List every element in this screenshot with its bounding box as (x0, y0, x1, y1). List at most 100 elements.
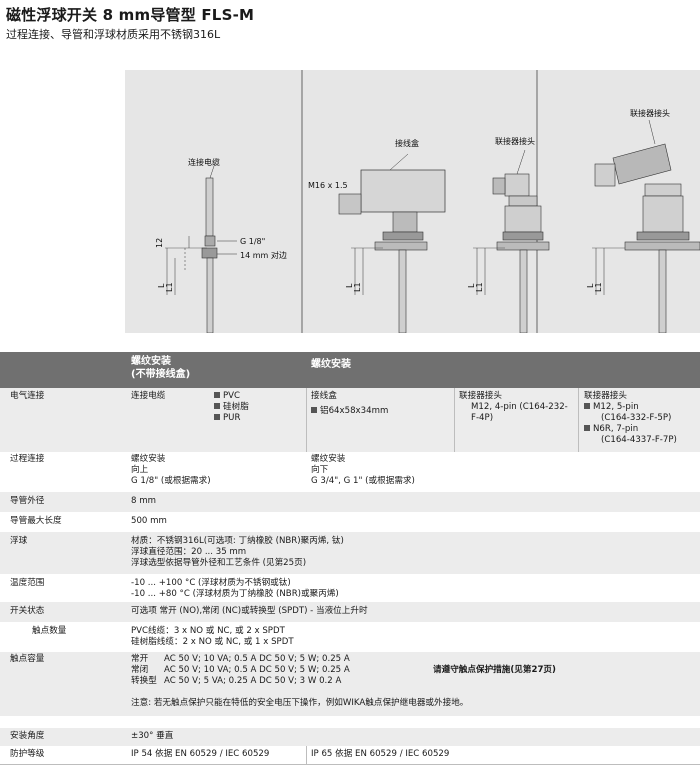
page-subtitle: 过程连接、导管和浮球材质采用不锈钢316L (6, 28, 221, 41)
box-value: 铝64x58x34mm (320, 406, 389, 416)
process-col2: 螺纹安装 向下 G 3/4", G 1" (或根据需求) (311, 454, 415, 487)
row-angle: 安装角度 ±30° 垂直 (0, 728, 700, 746)
row-process-key: 过程连接 (10, 454, 45, 464)
row-float: 浮球 材质：不锈钢316L(可选项: 丁纳橡胶 (NBR)聚丙烯, 钛) 浮球直… (0, 532, 700, 574)
tube-len-value: 500 mm (131, 516, 167, 526)
conn2-opt2-line1: N6R, 7-pin (593, 424, 639, 434)
electrical-cable: 连接电缆 (131, 391, 166, 401)
row-angle-key: 安装角度 (10, 731, 45, 741)
junction-box-label: 接线盒 (395, 138, 419, 148)
process-col2-line3: G 3/4", G 1" (或根据需求) (311, 476, 415, 486)
conn2-opt1-line2: (C164-332-F-5P) (601, 413, 672, 423)
conn2-opt2: N6R, 7-pin (584, 424, 638, 435)
drawing-connector-m12: 联接器接头 L L1 (467, 136, 550, 333)
bullet-icon (214, 414, 220, 420)
material-pur: PUR (223, 413, 241, 423)
row-rating-key: 触点容量 (10, 654, 45, 664)
conn1-title: 联接器接头 (459, 391, 502, 401)
rating-values: 常开 AC 50 V; 10 VA; 0.5 A DC 50 V; 5 W; 0.… (131, 654, 350, 687)
spec-table: 螺纹安装 (不带接线盒) 螺纹安装 电气连接 连接电缆 PVC 硅树脂 PUR … (0, 352, 700, 765)
row-tube-od: 导管外径 8 mm (0, 492, 700, 512)
dim-l-label-2: L (345, 283, 354, 288)
row-switch-key: 开关状态 (10, 606, 45, 616)
dim-l-label: L (157, 283, 166, 288)
contact-protection-note: 请遵守触点保护措施(见第27页) (433, 665, 556, 675)
rating-spec-nc: AC 50 V; 10 VA; 0.5 A DC 50 V; 5 W; 0.25… (164, 665, 350, 675)
row-contacts: 触点数量 PVC线缆：3 x NO 或 NC, 或 2 x SPDT 硅树脂线缆… (0, 622, 700, 652)
process-col1-line2: 向上 (131, 465, 149, 475)
drawing-cable-version: 连接电缆 G 1/8" 14 mm 对边 12 L L1 (155, 157, 287, 333)
header-col1: 螺纹安装 (不带接线盒) (131, 355, 190, 381)
conn2-title: 联接器接头 (584, 391, 627, 401)
row-temperature-key: 温度范围 (10, 578, 45, 588)
rating-type-nc: 常闭 (131, 665, 149, 675)
bullet-icon (584, 425, 590, 431)
conn1-line1: M12, 4-pin (C164-232- (471, 402, 568, 412)
ip-col2: IP 65 依据 EN 60529 / IEC 60529 (311, 749, 450, 759)
rating-type-no: 常开 (131, 654, 149, 664)
temperature-values: -10 ... +100 °C (浮球材质为不锈钢或钛) -10 ... +80… (131, 578, 339, 600)
dim-l-label-3: L (467, 283, 476, 288)
drawing-connector-n6r: 联接器接头 L L1 (586, 108, 700, 333)
row-spacer (0, 716, 700, 728)
process-col1: 螺纹安装 向上 G 1/8" (或根据需求) (131, 454, 211, 487)
header-col2: 螺纹安装 (311, 359, 351, 370)
process-col2-line1: 螺纹安装 (311, 454, 346, 464)
contacts-line2: 硅树脂线缆：2 x NO 或 NC, 或 1 x SPDT (131, 637, 294, 647)
bullet-icon (214, 403, 220, 409)
contacts-values: PVC线缆：3 x NO 或 NC, 或 2 x SPDT 硅树脂线缆：2 x … (131, 626, 294, 648)
dim-l1-label-3: L1 (475, 282, 484, 292)
conn2-opt2-line2: (C164-4337-F-7P) (601, 435, 677, 445)
dim-l1-label-2: L1 (353, 282, 362, 292)
conn1-line2: F-4P) (471, 413, 494, 423)
box-value-cell: 铝64x58x34mm (311, 406, 388, 417)
header-col1-line1: 螺纹安装 (131, 356, 171, 367)
row-tube-len-key: 导管最大长度 (10, 516, 62, 526)
temperature-line2: -10 ... +80 °C (浮球材质为丁纳橡胶 (NBR)或聚丙烯) (131, 589, 339, 599)
rating-spec-no: AC 50 V; 10 VA; 0.5 A DC 50 V; 5 W; 0.25… (164, 654, 350, 664)
row-switch: 开关状态 可选项 常开 (NO),常闭 (NC)或转换型 (SPDT) - 当液… (0, 602, 700, 622)
cable-label: 连接电缆 (188, 157, 220, 167)
float-line3: 浮球选型依据导管外径和工艺条件 (见第25页) (131, 558, 307, 568)
spec-table-header: 螺纹安装 (不带接线盒) 螺纹安装 (0, 352, 700, 388)
float-values: 材质：不锈钢316L(可选项: 丁纳橡胶 (NBR)聚丙烯, 钛) 浮球直径范围… (131, 536, 344, 569)
row-process: 过程连接 螺纹安装 向上 G 1/8" (或根据需求) 螺纹安装 向下 G 3/… (0, 452, 700, 492)
temperature-line1: -10 ... +100 °C (浮球材质为不锈钢或钛) (131, 578, 291, 588)
hex-label: 14 mm 对边 (240, 250, 287, 260)
row-ip: 防护等级 IP 54 依据 EN 60529 / IEC 60529 IP 65… (0, 746, 700, 765)
dim-l-label-4: L (586, 283, 595, 288)
bullet-icon (584, 403, 590, 409)
thread-label: G 1/8" (240, 237, 265, 246)
header-col1-line2: (不带接线盒) (131, 369, 191, 380)
m16-label: M16 x 1.5 (308, 181, 348, 190)
switch-value: 可选项 常开 (NO),常闭 (NC)或转换型 (SPDT) - 当液位上升时 (131, 606, 368, 616)
page-title: 磁性浮球开关 8 mm导管型 FLS-M (6, 6, 255, 24)
drawing-junction-box: 接线盒 M16 x 1.5 L L1 (308, 138, 446, 333)
ip-col1: IP 54 依据 EN 60529 / IEC 60529 (131, 749, 270, 759)
row-float-key: 浮球 (10, 536, 28, 546)
float-line1: 材质：不锈钢316L(可选项: 丁纳橡胶 (NBR)聚丙烯, 钛) (131, 536, 344, 546)
process-col1-line1: 螺纹安装 (131, 454, 166, 464)
rating-spec-spdt: AC 50 V; 5 VA; 0.25 A DC 50 V; 3 W 0.2 A (164, 676, 342, 686)
connector-label-1: 联接器接头 (495, 136, 535, 146)
conn2-opt1-line1: M12, 5-pin (593, 402, 639, 412)
tube-od-value: 8 mm (131, 496, 156, 506)
row-tube-od-key: 导管外径 (10, 496, 45, 506)
material-pvc: PVC (223, 391, 241, 401)
row-contacts-key: 触点数量 (32, 626, 67, 636)
angle-value: ±30° 垂直 (131, 731, 174, 741)
rating-type-spdt: 转换型 (131, 676, 157, 686)
conn2-opt1: M12, 5-pin (584, 402, 639, 413)
product-drawing: 连接电缆 G 1/8" 14 mm 对边 12 L L1 接线盒 M16 x 1… (125, 70, 700, 333)
row-ip-key: 防护等级 (10, 749, 45, 759)
row-electrical: 电气连接 连接电缆 PVC 硅树脂 PUR 接线盒 铝64x58x34mm 联接… (0, 388, 700, 452)
box-title: 接线盒 (311, 391, 337, 401)
cable-materials: PVC 硅树脂 PUR (214, 391, 249, 424)
contacts-line1: PVC线缆：3 x NO 或 NC, 或 2 x SPDT (131, 626, 285, 636)
process-col1-line3: G 1/8" (或根据需求) (131, 476, 211, 486)
material-silicone: 硅树脂 (223, 402, 249, 412)
technical-drawings: 连接电缆 G 1/8" 14 mm 对边 12 L L1 接线盒 M16 x 1… (155, 70, 700, 333)
dim-l1-label: L1 (165, 282, 174, 292)
dim-12-label: 12 (155, 238, 164, 248)
dim-l1-label-4: L1 (594, 282, 603, 292)
